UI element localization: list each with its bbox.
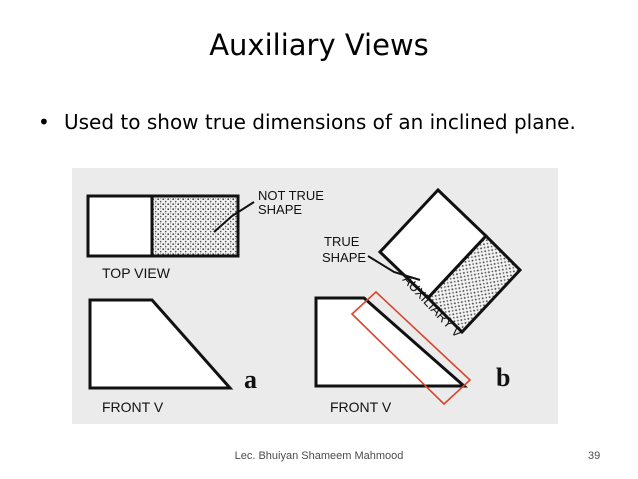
top-view-drawing	[86, 194, 240, 258]
part-a-label: a	[244, 365, 257, 394]
top-view-label: TOP VIEW	[102, 265, 171, 281]
not-true-shape-leader	[213, 201, 255, 233]
footer-author: Lec. Bhuiyan Shameem Mahmood	[234, 450, 404, 462]
part-b-label: b	[496, 363, 510, 392]
bullet-marker: •	[38, 110, 50, 134]
true-shape-leader	[367, 255, 421, 281]
true-shape-label-2: SHAPE	[322, 250, 366, 265]
auxiliary-view-drawing	[377, 187, 523, 335]
slide-title: Auxiliary Views	[209, 28, 429, 62]
page-number: 39	[588, 450, 601, 462]
true-shape-label-1: TRUE	[324, 234, 360, 249]
front-view-b-label: FRONT V	[330, 399, 392, 415]
bullet-text: Used to show true dimensions of an incli…	[64, 110, 576, 134]
inclined-plane-highlight	[350, 290, 472, 406]
not-true-label-1: NOT TRUE	[258, 188, 324, 203]
front-view-a-drawing	[88, 298, 234, 390]
not-true-label-2: SHAPE	[258, 202, 302, 217]
front-view-a-label: FRONT V	[102, 399, 164, 415]
auxiliary-view-figure: NOT TRUE SHAPE TOP VIEW FRONT V a TRUE S…	[72, 168, 558, 424]
